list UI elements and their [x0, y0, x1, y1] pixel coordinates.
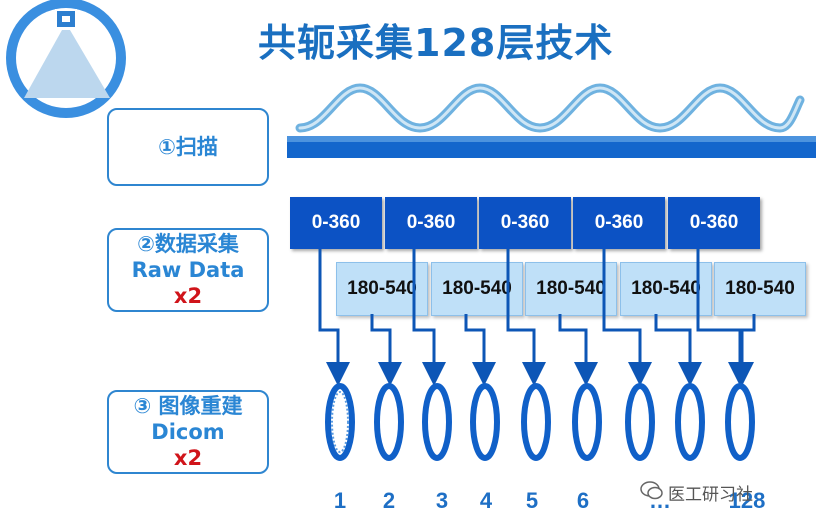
slice-number: 128 [728, 488, 766, 513]
acq-window-180-540: 180-540 [525, 262, 617, 316]
slice-number: 4 [479, 488, 493, 513]
slice-ring [625, 383, 655, 461]
slice-ring [422, 383, 452, 461]
arrow [558, 314, 598, 386]
acq-window-0-360: 0-360 [668, 197, 760, 249]
step-scan-label: ①扫描 [107, 108, 269, 186]
slice-ring [374, 383, 404, 461]
slice-ring [470, 383, 500, 461]
slice-number: 2 [382, 488, 396, 513]
watermark-text: 医工研习社 [668, 485, 753, 505]
step-reconstruction-multiplier: x2 [173, 446, 203, 470]
step-acquisition-multiplier: x2 [173, 284, 203, 308]
step-reconstruction-text: ③ 图像重建 [133, 394, 243, 418]
slice-ring [521, 383, 551, 461]
slice-ring [725, 383, 755, 461]
slice-number: 6 [576, 488, 590, 513]
page-title: 共轭采集128层技术 [258, 21, 614, 65]
slice-number: 5 [525, 488, 539, 513]
acq-window-0-360: 0-360 [290, 197, 382, 249]
wechat-icon [640, 481, 663, 500]
acq-window-0-360: 0-360 [573, 197, 665, 249]
arrow [696, 249, 752, 386]
step-reconstruction-dicom: Dicom [151, 420, 225, 444]
acq-window-0-360: 0-360 [385, 197, 477, 249]
arrow [464, 314, 496, 386]
slice-number: 1 [333, 488, 347, 513]
arrow [506, 249, 546, 386]
step-acquisition-text: ②数据采集 [137, 232, 239, 256]
step-scan-text: ①扫描 [158, 135, 218, 159]
slice-ring [325, 383, 355, 461]
arrow [370, 314, 402, 386]
arrow [412, 249, 446, 386]
ct-scanner-logo [6, 0, 126, 118]
scan-wave-graphic [287, 83, 816, 158]
step-acquisition-label: ②数据采集 Raw Data x2 [107, 228, 269, 312]
slice-ring [675, 383, 705, 461]
arrow [602, 249, 652, 386]
step-reconstruction-label: ③ 图像重建 Dicom x2 [107, 390, 269, 474]
step-acquisition-rawdata: Raw Data [131, 258, 245, 282]
acq-window-180-540: 180-540 [714, 262, 806, 316]
slice-number: 3 [435, 488, 449, 513]
arrow [654, 314, 702, 386]
slice-ring [572, 383, 602, 461]
arrow [318, 249, 350, 386]
arrow [730, 314, 756, 386]
acq-window-0-360: 0-360 [479, 197, 571, 249]
